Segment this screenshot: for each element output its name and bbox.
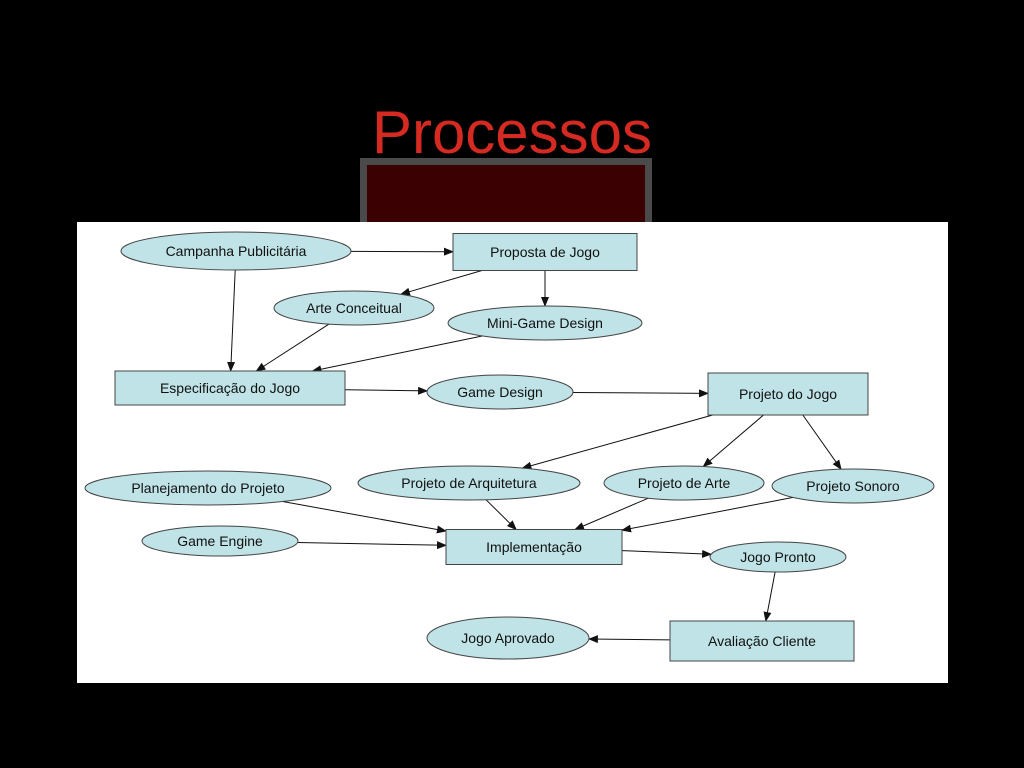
node-arquitetura: Projeto de Arquitetura bbox=[357, 465, 581, 501]
node-proposta-label: Proposta de Jogo bbox=[490, 244, 600, 260]
node-campanha: Campanha Publicitária bbox=[120, 231, 352, 271]
node-implementacao-label: Implementação bbox=[486, 539, 582, 555]
edge-avaliacao-to-jogo-aprovado bbox=[587, 635, 671, 644]
node-projeto-jogo-shape bbox=[707, 372, 869, 416]
edge-proposta-to-arte-conceitual bbox=[399, 270, 483, 296]
edge-projeto-arte-to-implementacao bbox=[574, 497, 649, 530]
node-jogo-pronto: Jogo Pronto bbox=[709, 541, 847, 573]
node-game-engine-shape bbox=[141, 525, 299, 557]
node-arte-conceitual: Arte Conceitual bbox=[273, 290, 435, 326]
node-avaliacao-shape bbox=[669, 620, 855, 662]
node-game-design-shape bbox=[426, 374, 574, 410]
edge-sonoro-to-implementacao bbox=[621, 496, 794, 533]
node-proposta: Proposta de Jogo bbox=[452, 233, 638, 271]
node-sonoro-shape bbox=[771, 468, 935, 504]
edge-planejamento-to-implementacao bbox=[282, 501, 447, 534]
node-sonoro: Projeto Sonoro bbox=[771, 468, 935, 504]
node-game-design-label: Game Design bbox=[457, 384, 543, 400]
nodes-layer: Campanha Publicitária Proposta de JogoArt… bbox=[84, 231, 935, 662]
node-mini-game-label: Mini-Game Design bbox=[487, 315, 603, 331]
node-mini-game: Mini-Game Design bbox=[447, 305, 643, 341]
node-planejamento-label: Planejamento do Projeto bbox=[131, 480, 285, 496]
edges-layer bbox=[227, 247, 842, 644]
node-sonoro-label: Projeto Sonoro bbox=[806, 478, 900, 494]
node-arte-conceitual-label: Arte Conceitual bbox=[306, 300, 402, 316]
node-arte-conceitual-shape bbox=[273, 290, 435, 326]
edge-jogo-pronto-to-avaliacao bbox=[763, 571, 776, 622]
node-campanha-label: Campanha Publicitária bbox=[166, 243, 307, 259]
node-projeto-arte: Projeto de Arte bbox=[603, 465, 765, 501]
edge-game-design-to-projeto-jogo bbox=[572, 389, 709, 398]
node-avaliacao: Avaliação Cliente bbox=[669, 620, 855, 662]
node-jogo-aprovado-shape bbox=[426, 616, 590, 660]
node-planejamento: Planejamento do Projeto bbox=[84, 470, 332, 506]
node-projeto-jogo: Projeto do Jogo bbox=[707, 372, 869, 416]
process-diagram-canvas: Campanha Publicitária Proposta de JogoArt… bbox=[84, 231, 935, 662]
node-game-design: Game Design bbox=[426, 374, 574, 410]
node-arquitetura-label: Projeto de Arquitetura bbox=[401, 475, 537, 491]
node-implementacao-shape bbox=[445, 529, 623, 565]
edge-mini-game-to-especificacao bbox=[311, 335, 483, 374]
node-jogo-pronto-shape bbox=[709, 541, 847, 573]
edge-arte-conceitual-to-especificacao bbox=[255, 323, 330, 372]
node-planejamento-shape bbox=[84, 470, 332, 506]
edge-campanha-to-especificacao bbox=[227, 269, 236, 372]
node-projeto-arte-shape bbox=[603, 465, 765, 501]
edge-especificacao-to-game-design bbox=[344, 386, 429, 395]
node-especificacao-shape bbox=[114, 370, 346, 406]
node-implementacao: Implementação bbox=[445, 529, 623, 565]
node-proposta-shape bbox=[452, 233, 638, 271]
node-especificacao-label: Especificação do Jogo bbox=[160, 380, 300, 396]
edge-projeto-jogo-to-sonoro bbox=[802, 414, 842, 471]
node-jogo-aprovado: Jogo Aprovado bbox=[426, 616, 590, 660]
edge-projeto-jogo-to-projeto-arte bbox=[702, 414, 764, 468]
edge-projeto-jogo-to-arquitetura bbox=[521, 414, 713, 470]
edge-game-engine-to-implementacao bbox=[297, 541, 447, 550]
edge-implementacao-to-jogo-pronto bbox=[621, 549, 713, 558]
node-projeto-arte-label: Projeto de Arte bbox=[638, 475, 731, 491]
node-arquitetura-shape bbox=[357, 465, 581, 501]
node-jogo-pronto-label: Jogo Pronto bbox=[740, 549, 816, 565]
node-campanha-shape bbox=[120, 231, 352, 271]
node-especificacao: Especificação do Jogo bbox=[114, 370, 346, 406]
node-projeto-jogo-label: Projeto do Jogo bbox=[739, 386, 837, 402]
node-game-engine: Game Engine bbox=[141, 525, 299, 557]
slide-title: Processos bbox=[371, 99, 653, 166]
node-avaliacao-label: Avaliação Cliente bbox=[708, 633, 816, 649]
node-jogo-aprovado-label: Jogo Aprovado bbox=[461, 630, 555, 646]
edge-arquitetura-to-implementacao bbox=[485, 499, 517, 531]
node-mini-game-shape bbox=[447, 305, 643, 341]
node-game-engine-label: Game Engine bbox=[177, 533, 263, 549]
